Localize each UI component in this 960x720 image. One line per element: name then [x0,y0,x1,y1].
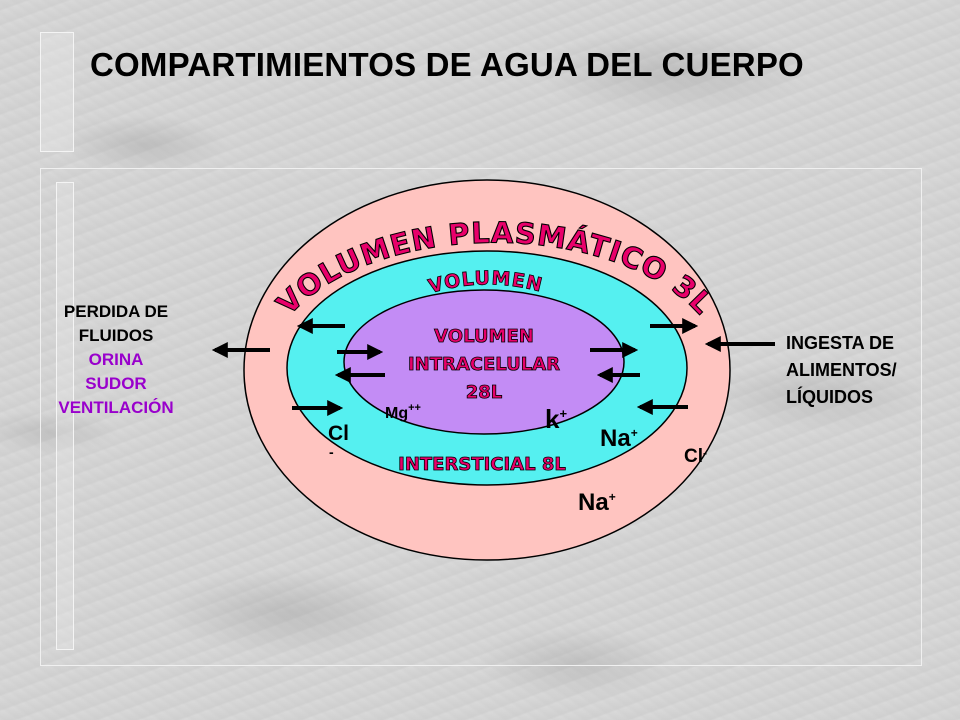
ion-na-interstitial: Na+ [600,425,638,452]
intake-line-1: INGESTA DE [786,333,895,353]
ion-k: k+ [545,404,567,434]
page-title: COMPARTIMIENTOS DE AGUA DEL CUERPO [90,46,804,83]
intracellular-label-2: INTRACELULAR [408,354,560,375]
flow-arrows [211,318,775,416]
intake-line-2: ALIMENTOS/ [786,360,897,380]
ion-mg: Mg++ [385,402,421,422]
intracellular-label-3: 28L [466,382,503,403]
fluid-loss-block: PERDIDA DE FLUIDOS ORINA SUDOR VENTILACI… [36,300,196,420]
intracellular-compartment [343,289,625,435]
fluid-loss-item-ventilation: VENTILACIÓN [58,398,174,417]
fluid-loss-heading-1: PERDIDA DE [63,302,169,321]
content-frame [40,168,922,666]
intracellular-label-1: VOLUMEN [434,326,534,347]
ion-cl-plasma: Cl- [684,446,707,467]
ion-cl-interstitial: Cl [328,422,349,445]
intake-line-3: LÍQUIDOS [786,387,874,407]
fluid-loss-item-urine: ORINA [88,350,144,369]
ion-na-plasma: Na+ [578,489,616,516]
fluid-loss-item-sweat: SUDOR [85,374,147,393]
decorative-bar-top [40,32,74,152]
interstitial-volume-label-bottom: INTERSTICIAL 8L [398,454,566,475]
intake-block: INGESTA DE ALIMENTOS/ LÍQUIDOS [786,330,956,411]
fluid-loss-heading-2: FLUIDOS [78,326,154,345]
ion-cl-interstitial-charge: - [329,444,334,460]
decorative-bar-left [56,182,74,650]
